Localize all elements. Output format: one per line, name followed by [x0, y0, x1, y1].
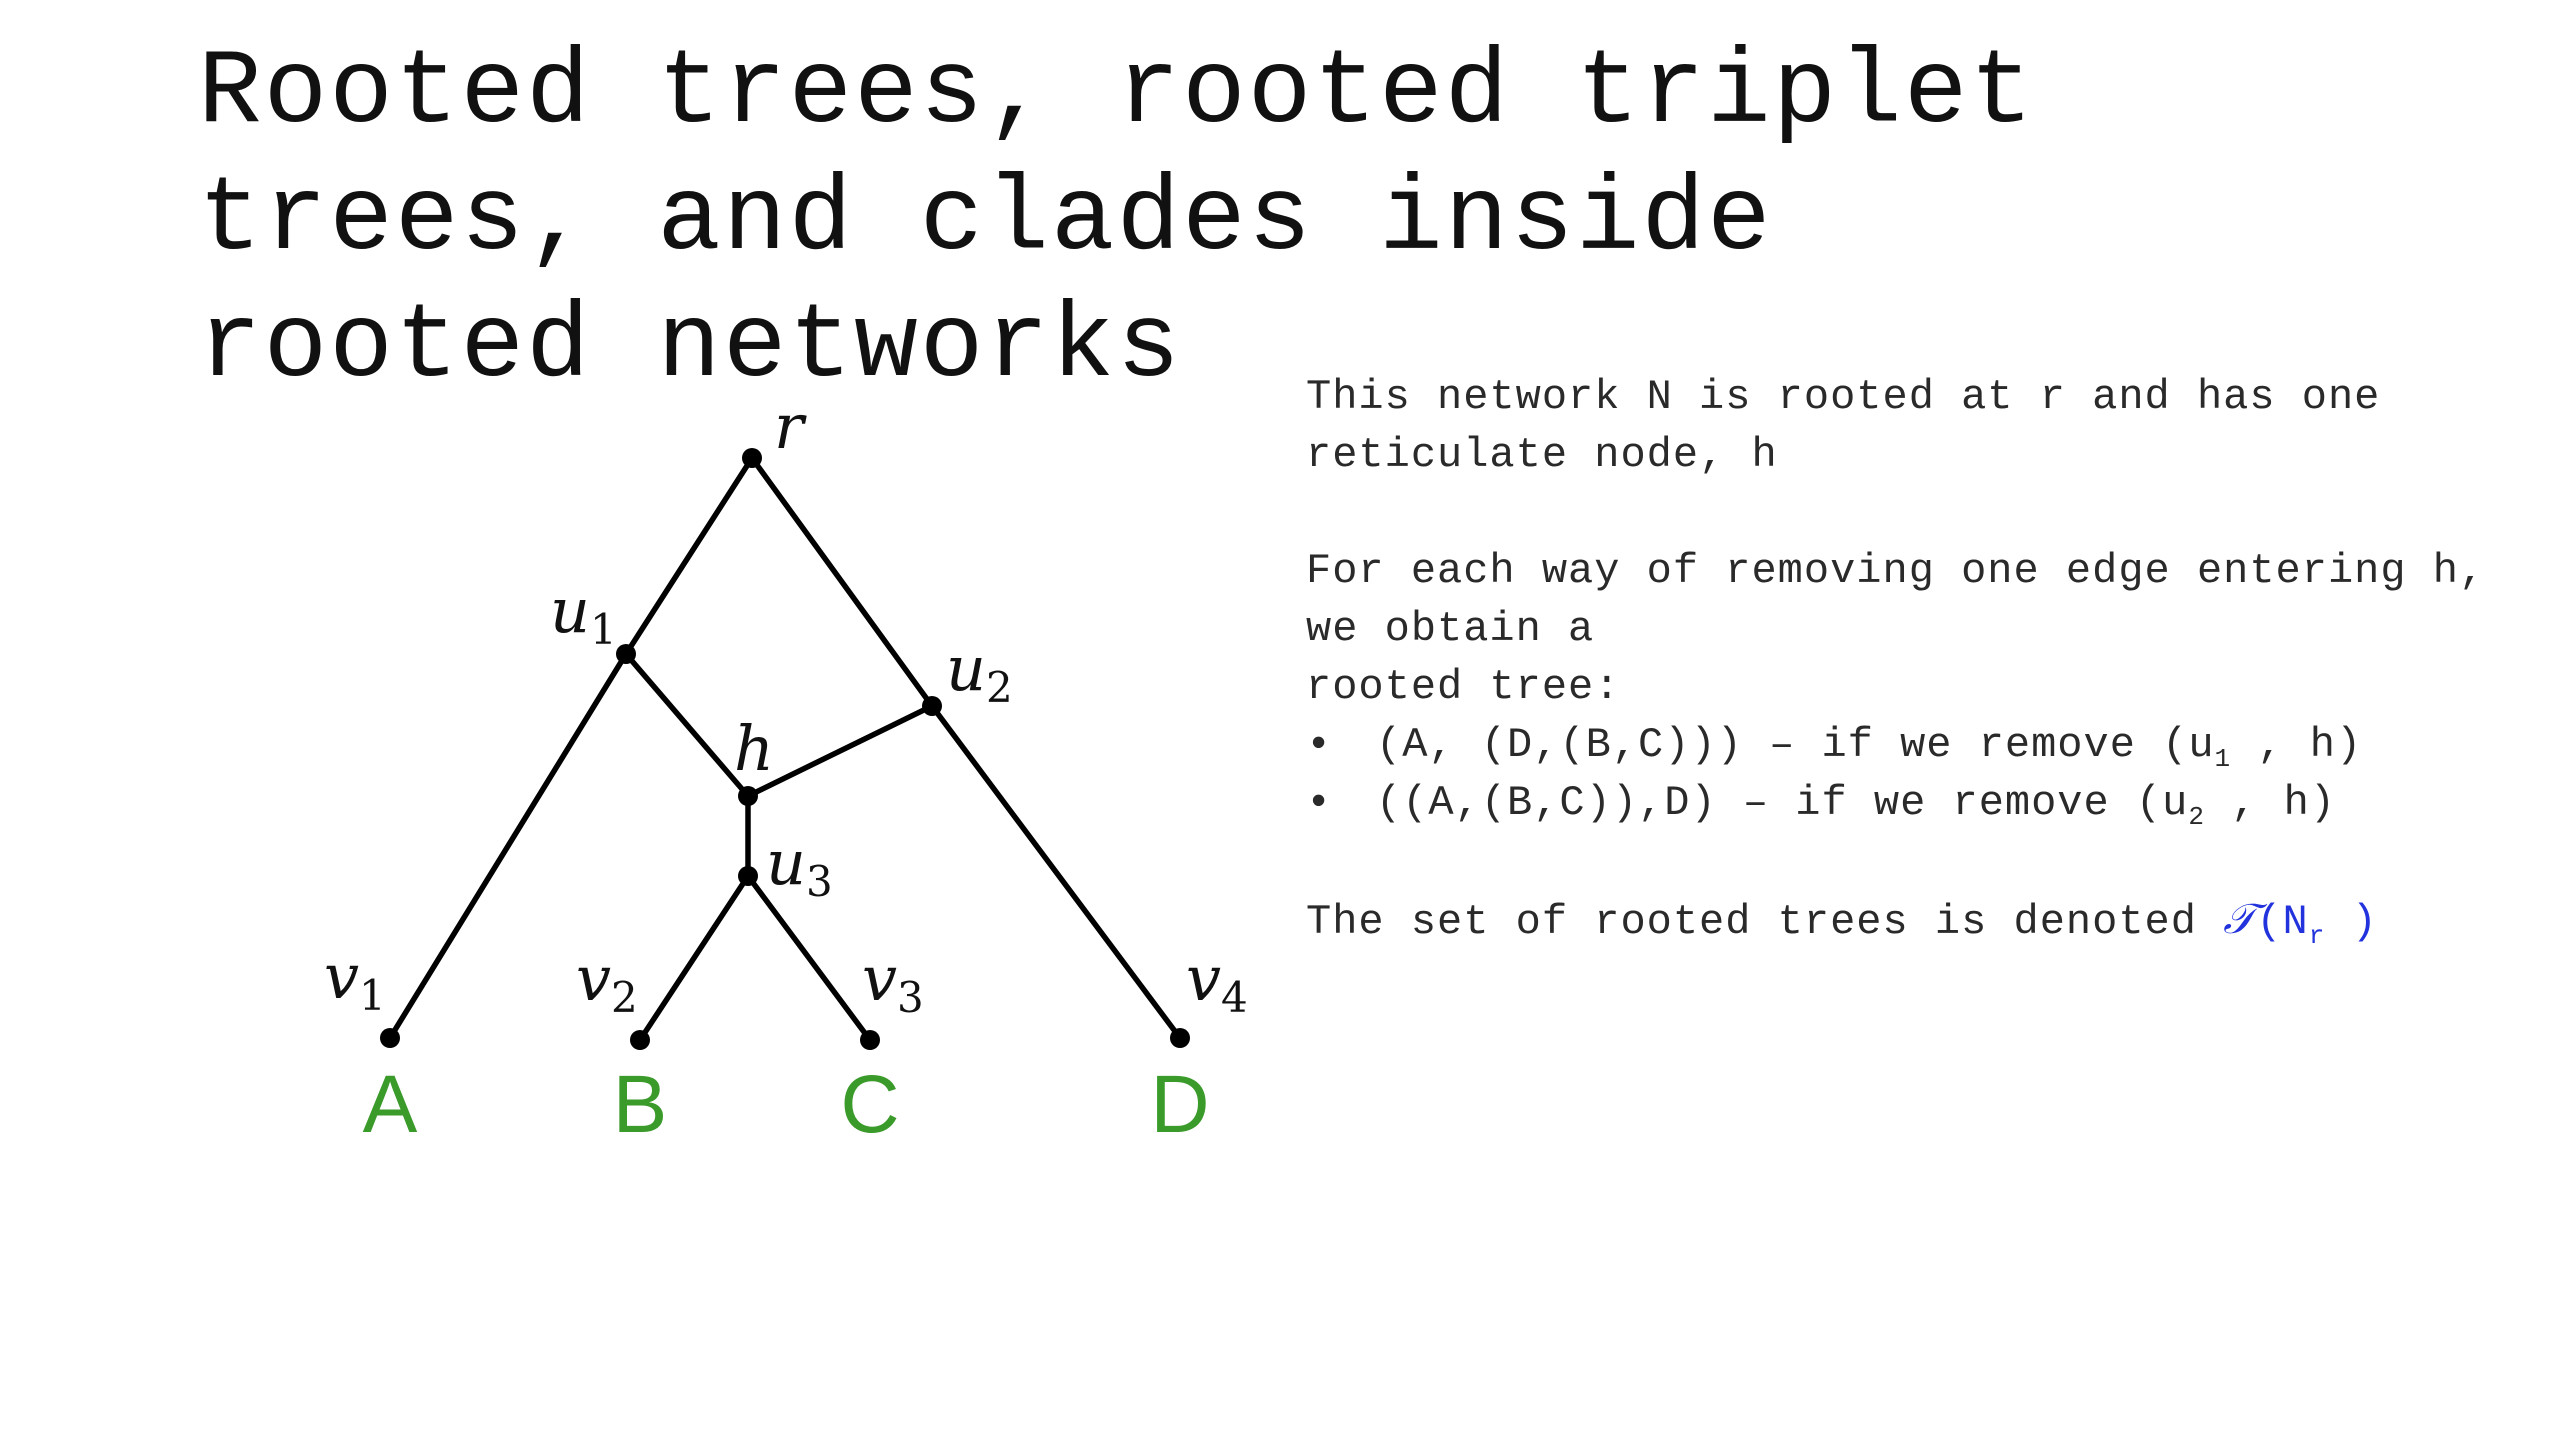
label-v1: v1	[324, 940, 386, 1020]
slide-title: Rooted trees, rooted triplet trees, and …	[198, 30, 2398, 411]
label-h: h	[734, 712, 774, 785]
list-item: • (A, (D,(B,C))) – if we remove (u1 , h)	[1306, 716, 2546, 774]
tree-removal-2: – if we remove (u	[1716, 779, 2189, 827]
set-text: The set of rooted trees is denoted	[1306, 898, 2224, 946]
edge-u3-v2	[637, 873, 751, 1043]
set-statement: The set of rooted trees is denoted 𝒯(Nr …	[1306, 890, 2546, 951]
edge-u1-h	[623, 651, 751, 799]
tree-newick-2: ((A,(B,C)),D)	[1376, 779, 1717, 827]
title-line-3: rooted networks	[198, 287, 1183, 407]
label-v4: v4	[1186, 942, 1248, 1022]
explanation-panel: This network N is rooted at r and has on…	[1306, 368, 2546, 951]
tree-removal-sub-1: 1	[2214, 744, 2232, 774]
tree-removal-1: – if we remove (u	[1742, 721, 2215, 769]
tree-removal-end-1: , h)	[2231, 721, 2363, 769]
label-u3: u3	[766, 826, 833, 906]
leaf-B: B	[613, 1059, 668, 1150]
node-u1	[616, 644, 636, 664]
edge-u1-v1	[387, 651, 629, 1041]
label-r: r	[774, 390, 807, 463]
intro-text: This network N is rooted at r and has on…	[1306, 373, 2381, 479]
set-notation: 𝒯(Nr )	[2223, 894, 2378, 949]
bullet-dot: •	[1306, 779, 1333, 827]
set-sub: r	[2308, 921, 2326, 951]
set-symbol: 𝒯	[2223, 894, 2257, 943]
tree-list: • (A, (D,(B,C))) – if we remove (u1 , h)…	[1306, 716, 2546, 832]
edge-r-u1	[623, 455, 755, 657]
list-item: • ((A,(B,C)),D) – if we remove (u2 , h)	[1306, 774, 2546, 832]
set-open: (N	[2256, 898, 2309, 946]
node-v3	[860, 1030, 880, 1050]
node-v2	[630, 1030, 650, 1050]
title-line-2: trees, and clades inside	[198, 160, 1773, 280]
title-line-1: Rooted trees, rooted triplet	[198, 33, 2036, 153]
edge-r-u2	[749, 455, 935, 709]
edge-u2-h	[745, 703, 935, 799]
edge-u2-v4	[929, 703, 1183, 1041]
node-h	[738, 786, 758, 806]
tree-removal-end-2: , h)	[2204, 779, 2336, 827]
leaf-D: D	[1150, 1059, 1209, 1150]
leaf-C: C	[840, 1059, 899, 1150]
removal-text-2: rooted tree:	[1306, 663, 1621, 711]
node-r	[742, 448, 762, 468]
node-u2	[922, 696, 942, 716]
node-v4	[1170, 1028, 1190, 1048]
label-u1: u1	[550, 574, 617, 654]
tree-removal-sub-2: 2	[2188, 802, 2205, 832]
network-diagram: r u1 u2 h u3 v1 v2 v3 v4 A B C D	[324, 390, 1248, 1150]
label-u2: u2	[946, 632, 1013, 712]
node-v1	[380, 1028, 400, 1048]
bullet-dot: •	[1306, 721, 1333, 769]
removal-text-1: For each way of removing one edge enteri…	[1306, 547, 2486, 653]
label-v2: v2	[576, 942, 638, 1022]
node-u3	[738, 866, 758, 886]
tree-newick-1: (A, (D,(B,C)))	[1376, 721, 1743, 769]
edge-u3-v3	[745, 873, 873, 1043]
leaf-A: A	[363, 1059, 418, 1150]
label-v3: v3	[862, 942, 924, 1022]
set-close: )	[2325, 898, 2378, 946]
